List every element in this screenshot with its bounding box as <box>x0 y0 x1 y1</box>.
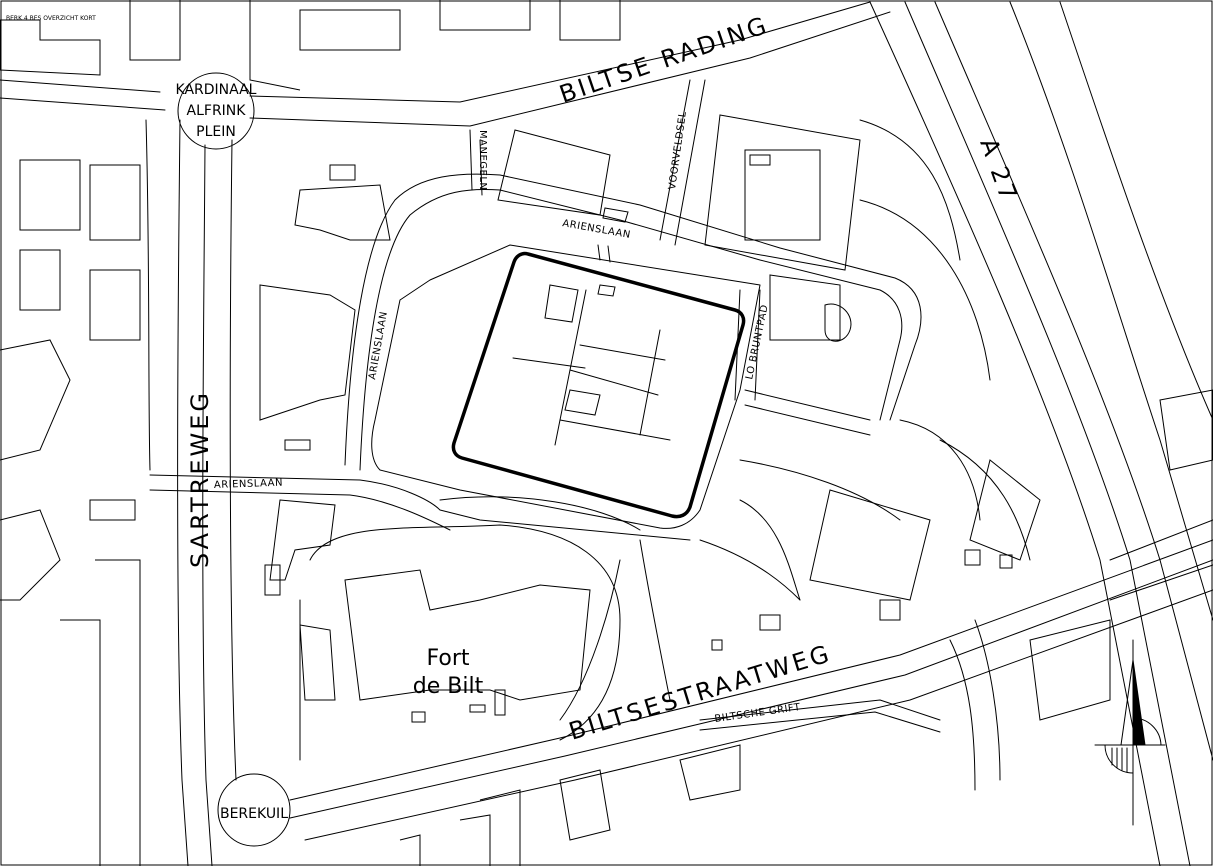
project-site <box>451 244 746 519</box>
place-label-kardinaal: KARDINAAL <box>176 82 257 98</box>
street-label-biltsche-grift: BILTSCHE GRIFT <box>714 702 802 725</box>
street-label-a27: A 27 <box>974 134 1023 206</box>
place-label-plein: PLEIN <box>196 124 236 140</box>
street-label-lo-bruntpad: LO BRUNTPAD <box>744 304 771 381</box>
street-label-voorveldsel: VOORVELDSEL <box>667 111 689 191</box>
street-label-arienslaan-bottom: ARIENSLAAN <box>214 478 283 491</box>
street-label-biltse-rading: BILTSE RADING <box>556 11 773 109</box>
place-label-alfrink: ALFRINK <box>187 103 247 119</box>
place-label-fort: Fort <box>426 646 469 671</box>
place-label-de-bilt: de Bilt <box>413 674 484 699</box>
place-label-berekuil: BEREKUIL <box>220 806 288 822</box>
street-label-sartreweg: SARTREWEG <box>186 390 214 568</box>
drawing-id: BERK 4 BES OVERZICHT KORT <box>6 15 96 22</box>
north-arrow-icon <box>1094 639 1166 826</box>
street-label-manegeln: MANEGELN <box>477 130 488 190</box>
